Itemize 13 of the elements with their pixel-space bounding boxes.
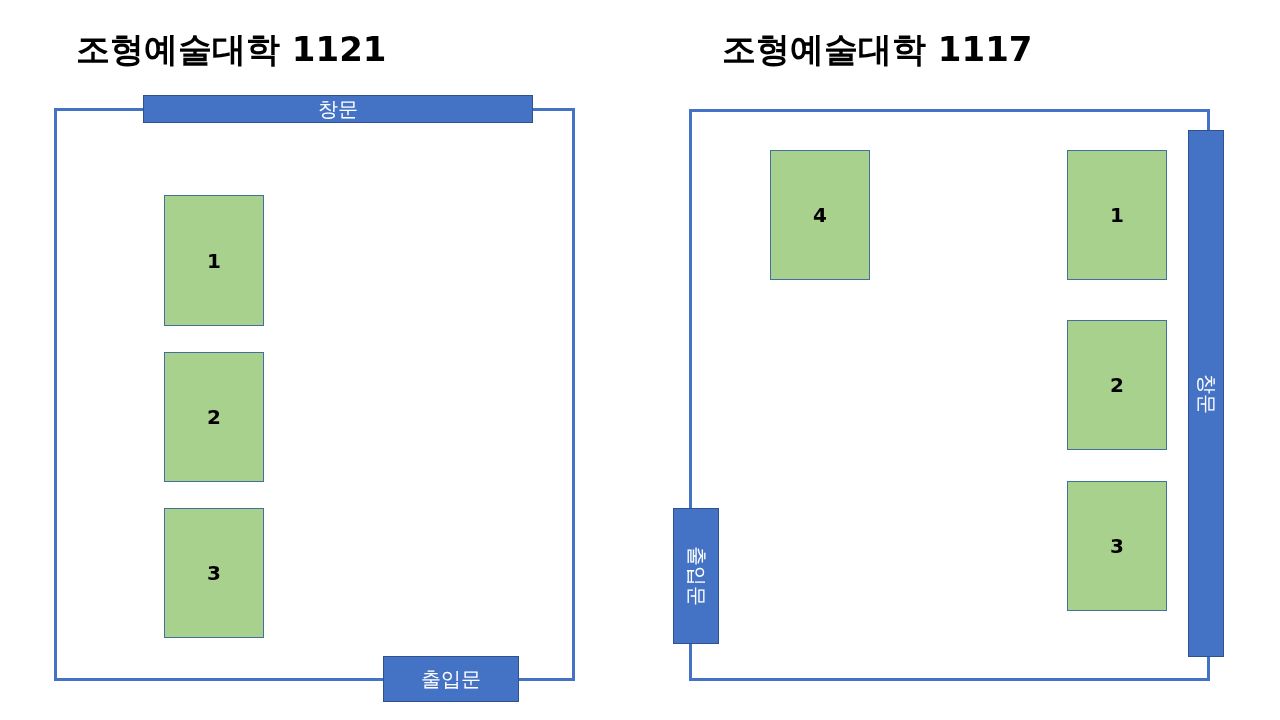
- door-bar: 출입문: [383, 656, 519, 702]
- table-number: 2: [164, 352, 264, 482]
- table-number: 3: [164, 508, 264, 638]
- room-title: 조형예술대학 1117: [722, 28, 1033, 71]
- table-number: 4: [770, 150, 870, 280]
- door-bar: 출입문: [673, 508, 719, 644]
- window-bar: 창문: [143, 95, 533, 123]
- table-number: 1: [1067, 150, 1167, 280]
- table-number: 2: [1067, 320, 1167, 450]
- table-number: 3: [1067, 481, 1167, 611]
- window-bar: 창문: [1188, 130, 1224, 657]
- room-title: 조형예술대학 1121: [76, 28, 387, 71]
- table-number: 1: [164, 195, 264, 326]
